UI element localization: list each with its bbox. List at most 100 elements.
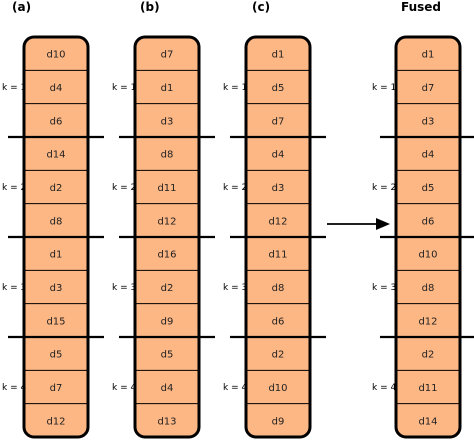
ranked-item-cell: d11 (135, 169, 199, 194)
ranked-item-cell: d12 (24, 403, 88, 427)
k-label: k = 3 (2, 283, 26, 293)
ranked-item-cell: d12 (135, 203, 199, 227)
item-label: d13 (157, 416, 176, 427)
ranked-item-cell: d10 (46, 50, 65, 61)
ranked-item-cell: d7 (24, 369, 88, 394)
ranking-column-4: Fused d1 d7 d3 d4 d5 d6 d10 d8 d12 d2 d11 d14 k = 1 k … (372, 0, 474, 439)
k-label: k = 3 (112, 283, 136, 293)
item-label: d3 (161, 116, 174, 127)
column-title: (b) (140, 0, 160, 14)
k-label: k = 1 (223, 83, 247, 93)
item-label: d7 (272, 116, 285, 127)
item-label: d4 (161, 383, 174, 394)
item-label: d7 (161, 50, 174, 61)
item-label: d5 (272, 83, 285, 94)
ranked-item-cell: d3 (24, 269, 88, 294)
ranked-item-cell: d6 (246, 303, 310, 327)
item-label: d3 (272, 183, 285, 194)
ranked-item-cell: d10 (246, 369, 310, 394)
item-label: d2 (272, 350, 285, 361)
ranked-item-cell: d1 (135, 69, 199, 94)
ranked-item-cell: d5 (396, 169, 460, 194)
column-title: Fused (401, 0, 441, 14)
item-label: d1 (422, 50, 435, 61)
k-label: k = 4 (112, 383, 136, 393)
ranked-item-cell: d3 (246, 169, 310, 194)
item-label: d14 (418, 416, 437, 427)
item-label: d5 (422, 183, 435, 194)
k-label: k = 2 (2, 183, 26, 193)
column-title: (c) (252, 0, 270, 14)
item-label: d6 (272, 316, 285, 327)
ranked-item-cell: d15 (24, 303, 88, 327)
fusion-arrow (327, 218, 390, 230)
item-label: d11 (268, 250, 287, 261)
ranked-item-cell: d5 (246, 69, 310, 94)
ranked-item-cell: d4 (24, 69, 88, 94)
k-label: k = 2 (223, 183, 247, 193)
ranked-item-cell: d2 (24, 169, 88, 194)
ranked-item-cell: d1 (422, 50, 435, 61)
item-label: d9 (272, 416, 285, 427)
ranked-item-cell: d3 (135, 103, 199, 127)
ranked-item-cell: d8 (246, 269, 310, 294)
ranked-item-cell: d1 (272, 50, 285, 61)
item-label: d11 (418, 383, 437, 394)
ranked-item-cell: d13 (135, 403, 199, 427)
ranked-item-cell: d12 (396, 303, 460, 327)
item-label: d12 (418, 316, 437, 327)
item-label: d6 (50, 116, 63, 127)
item-label: d14 (46, 150, 65, 161)
ranked-item-cell: d4 (135, 369, 199, 394)
k-label: k = 1 (372, 83, 396, 93)
item-label: d2 (161, 283, 174, 294)
ranked-item-cell: d9 (135, 303, 199, 327)
item-label: d6 (422, 216, 435, 227)
item-label: d10 (418, 250, 437, 261)
item-label: d7 (50, 383, 63, 394)
item-label: d16 (157, 250, 176, 261)
item-label: d1 (272, 50, 285, 61)
item-label: d2 (422, 350, 435, 361)
item-label: d4 (422, 150, 435, 161)
item-label: d8 (272, 283, 285, 294)
item-label: d2 (50, 183, 63, 194)
item-label: d8 (50, 216, 63, 227)
item-label: d3 (422, 116, 435, 127)
item-label: d5 (161, 350, 174, 361)
item-label: d15 (46, 316, 65, 327)
ranked-item-cell: d7 (396, 69, 460, 94)
ranked-item-cell: d6 (24, 103, 88, 127)
k-label: k = 3 (223, 283, 247, 293)
item-label: d5 (50, 350, 63, 361)
k-label: k = 1 (2, 83, 26, 93)
ranked-item-cell: d8 (396, 269, 460, 294)
ranked-item-cell: d2 (135, 269, 199, 294)
item-label: d10 (46, 50, 65, 61)
k-label: k = 2 (372, 183, 396, 193)
ranked-item-cell: d6 (396, 203, 460, 227)
k-label: k = 4 (223, 383, 247, 393)
item-label: d8 (422, 283, 435, 294)
item-label: d1 (161, 83, 174, 94)
ranked-item-cell: d11 (396, 369, 460, 394)
item-label: d3 (50, 283, 63, 294)
item-label: d11 (157, 183, 176, 194)
ranked-item-cell: d14 (396, 403, 460, 427)
item-label: d8 (161, 150, 174, 161)
k-label: k = 4 (2, 383, 26, 393)
k-label: k = 2 (112, 183, 136, 193)
item-label: d10 (268, 383, 287, 394)
ranked-item-cell: d7 (246, 103, 310, 127)
item-label: d7 (422, 83, 435, 94)
k-label: k = 3 (372, 283, 396, 293)
item-label: d12 (157, 216, 176, 227)
item-label: d12 (268, 216, 287, 227)
item-label: d12 (46, 416, 65, 427)
ranked-item-cell: d9 (246, 403, 310, 427)
